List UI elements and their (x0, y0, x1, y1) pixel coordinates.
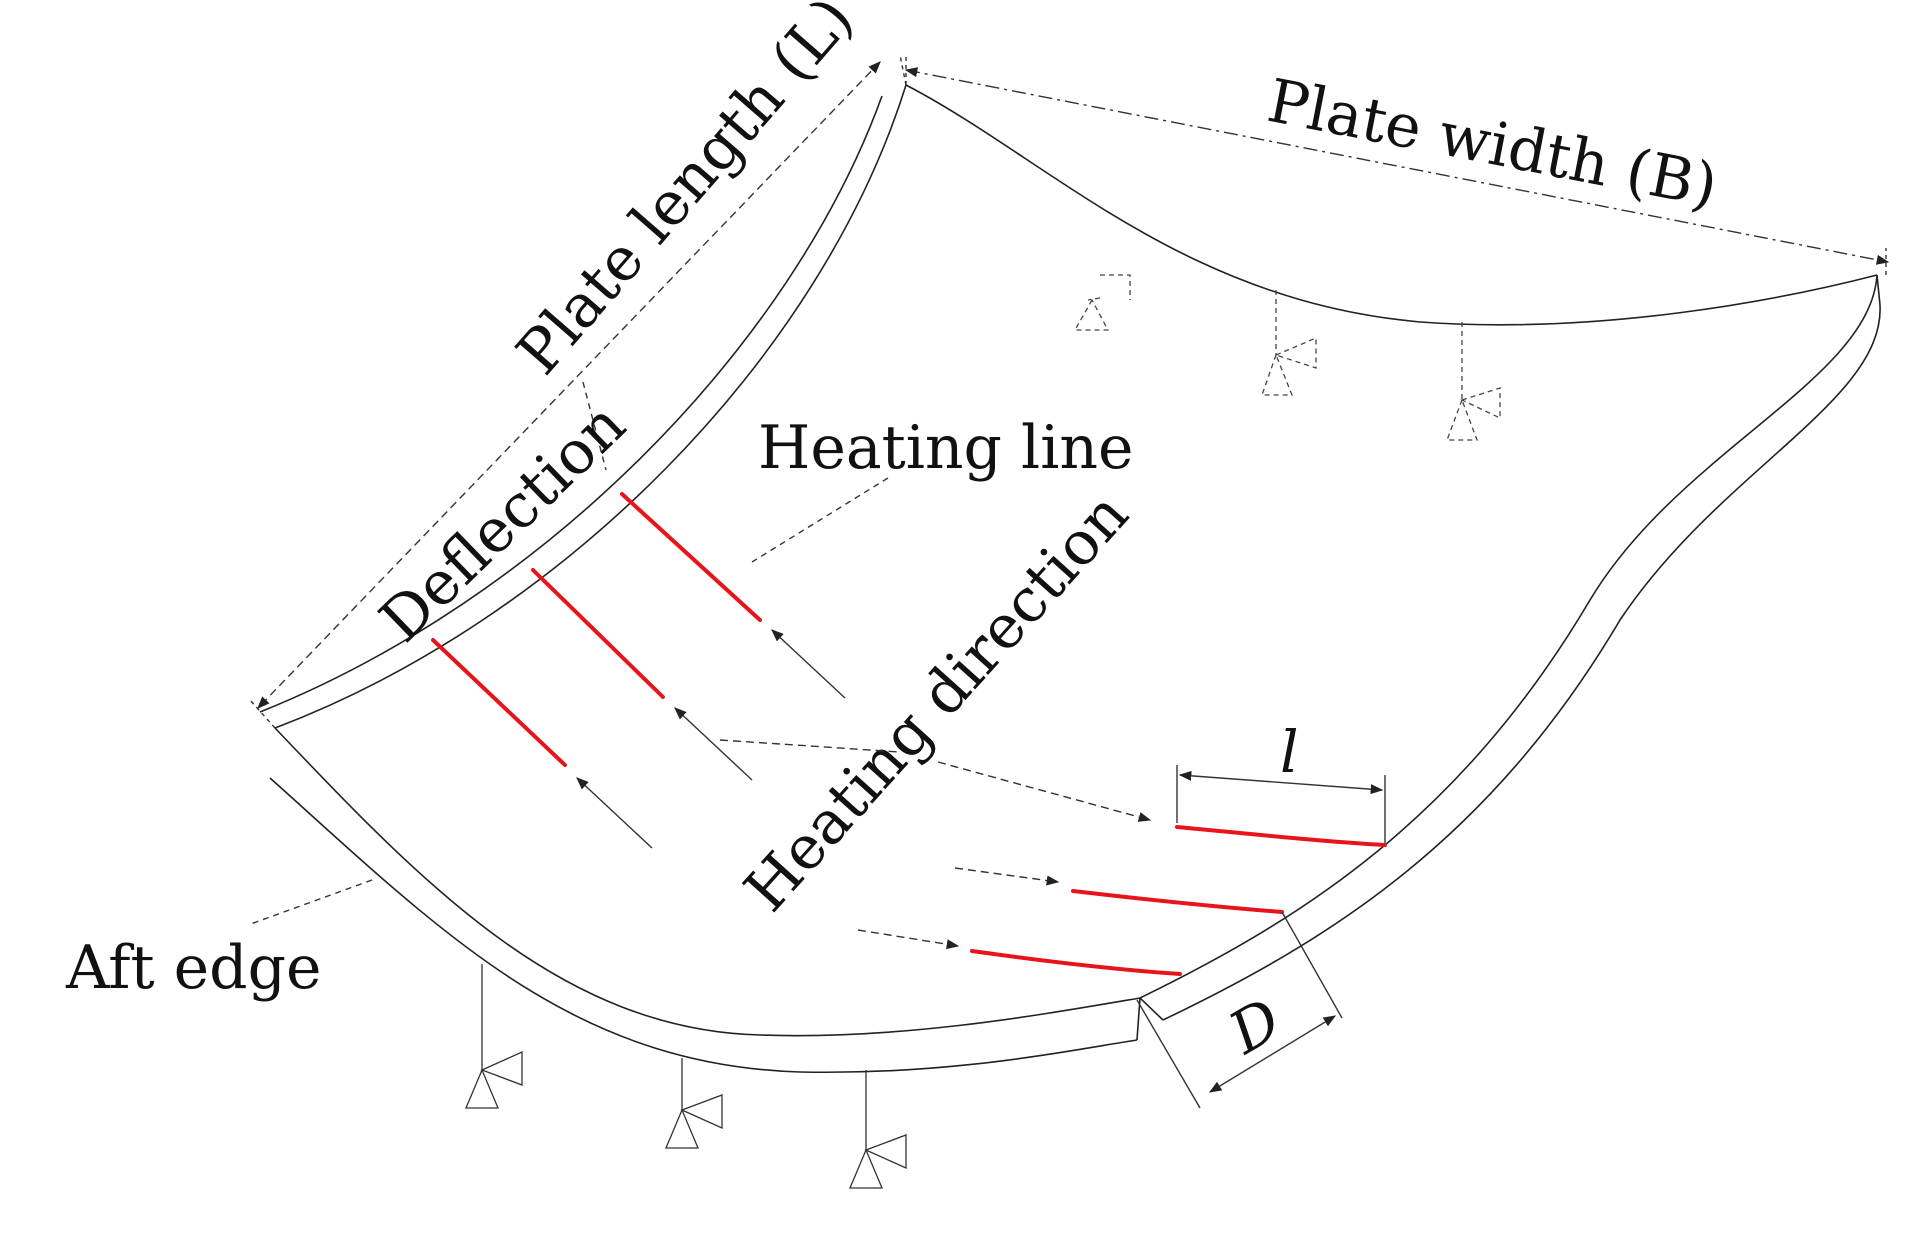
left-edge-lower (259, 95, 883, 713)
segment-length-dimension (1176, 765, 1386, 843)
front-edge-supports (1073, 274, 1501, 441)
heating-line-label: Heating line (758, 413, 1134, 483)
plate-length-label: Plate length (L) (503, 0, 867, 388)
heating-direction-label: Heating direction (731, 480, 1142, 926)
deflection-label: Deflection (367, 390, 639, 656)
support-aft-1 (465, 964, 523, 1109)
aft-edge-leader (247, 879, 373, 926)
deflection-leader (582, 381, 607, 471)
segment-length-label: l (1280, 718, 1299, 786)
plate-length-dimension (249, 54, 907, 729)
aft-edge-supports (465, 964, 907, 1189)
plate-width-label: Plate width (B) (1262, 66, 1723, 222)
aft-edge-lower (269, 777, 1138, 1074)
upper-heating-lines (431, 492, 762, 767)
support-aft-2 (665, 1058, 723, 1149)
spacing-dimension (1136, 911, 1343, 1109)
aft-edge-upper (274, 727, 1141, 1037)
heating-line-upper-2 (531, 568, 665, 699)
support-front-3 (1446, 322, 1501, 441)
right-edge-upper (1139, 274, 1878, 999)
aft-edge-label: Aft edge (65, 933, 322, 1003)
lower-heating-lines (970, 825, 1387, 976)
right-edge-lower (1162, 304, 1881, 1021)
support-front-2 (1261, 290, 1317, 396)
heating-direction-leaders (719, 739, 1152, 822)
heating-line-upper-3 (431, 638, 567, 767)
plate-width-dimension (904, 55, 1890, 275)
heating-line-upper-1 (620, 492, 762, 622)
spacing-label: D (1217, 985, 1292, 1068)
heating-line-leader (751, 477, 889, 563)
heating-line-lower-2 (1071, 889, 1284, 914)
upper-heating-arrows (576, 629, 846, 849)
lower-heating-arrows (857, 867, 1060, 950)
support-front-1 (1073, 274, 1131, 331)
support-aft-3 (849, 1070, 907, 1189)
heating-line-lower-1 (1175, 825, 1387, 847)
heating-line-lower-3 (970, 949, 1182, 976)
